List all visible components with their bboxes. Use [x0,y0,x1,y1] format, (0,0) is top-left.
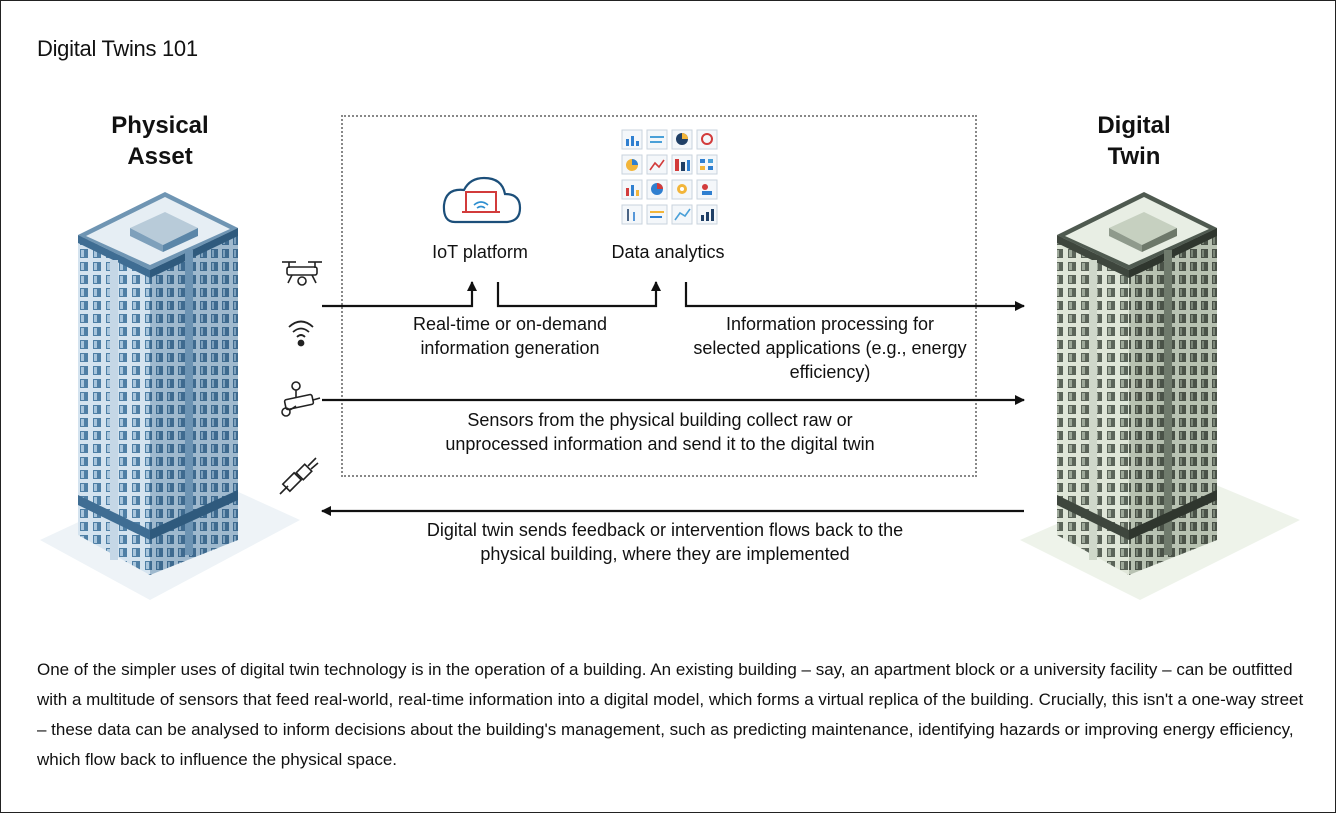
digital-twin-building-icon [1020,192,1300,600]
data-analytics-label: Data analytics [611,242,725,262]
drone-icon [282,261,322,286]
sensors-line1: Sensors from the physical building colle… [467,410,853,430]
iot-platform-label: IoT platform [432,242,528,262]
cloud-icon [442,176,522,224]
feedback-label: Digital twin sends feedback or intervent… [360,518,970,566]
processing-line3: efficiency) [789,362,871,382]
processing-box [341,115,977,477]
physical-asset-heading: Physical Asset [60,110,260,172]
upper-flow-arrows [322,281,1025,311]
digital-heading-line1: Digital [1097,112,1171,139]
security-camera-icon [281,381,321,417]
feedback-line1: Digital twin sends feedback or intervent… [426,520,904,540]
sensors-line2: unprocessed information and send it to t… [445,434,875,454]
physical-heading-line1: Physical [111,112,209,139]
figure-caption: One of the simpler uses of digital twin … [37,660,1304,769]
dashboard-grid-icon [620,128,722,228]
processing-line1: Information processing for [725,314,935,334]
digital-twin-heading: Digital Twin [1034,110,1234,172]
realtime-line1: Real-time or on-demand [412,314,608,334]
processing-label: Information processing for selected appl… [660,312,1000,384]
figure-title: Digital Twins 101 [37,36,198,61]
feedback-line2: physical building, where they are implem… [480,544,850,564]
digital-heading-line2: Twin [1107,143,1161,170]
processing-line2: selected applications (e.g., energy [693,338,967,358]
physical-building-icon [40,192,300,600]
realtime-line2: information generation [420,338,600,358]
sensors-label: Sensors from the physical building colle… [380,408,940,456]
wifi-sensor-icon [288,320,314,347]
physical-heading-line2: Asset [127,143,193,170]
realtime-label: Real-time or on-demand information gener… [360,312,660,360]
plug-connector-icon [279,457,319,495]
